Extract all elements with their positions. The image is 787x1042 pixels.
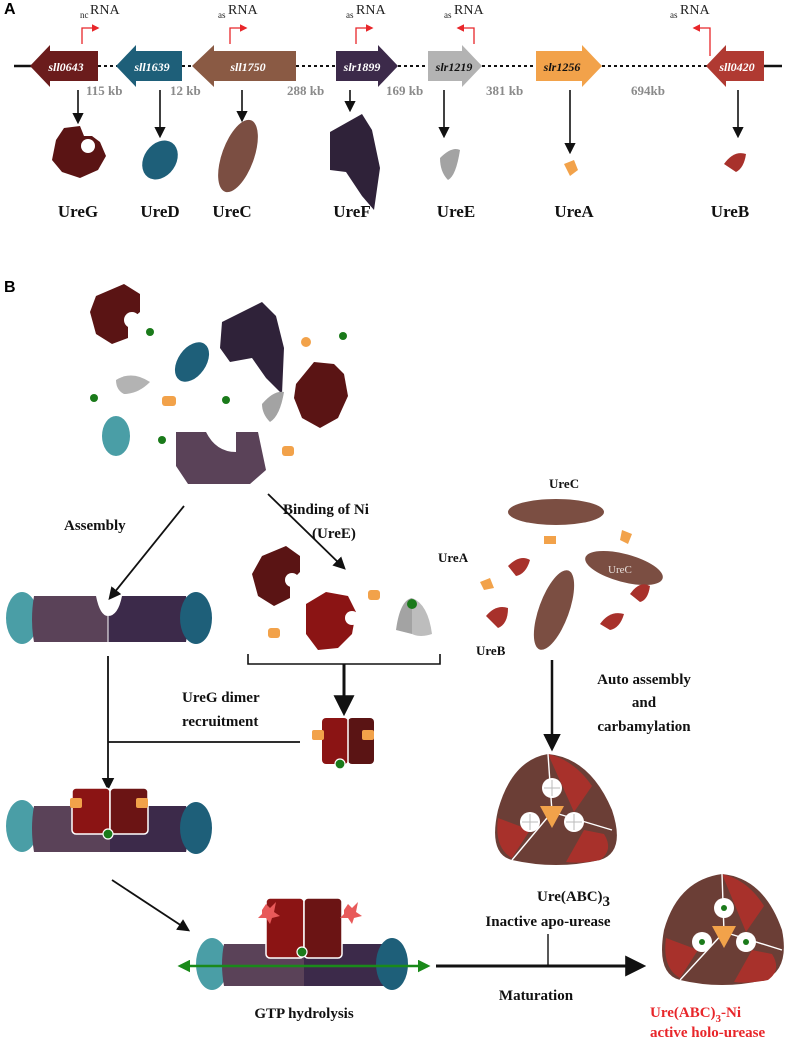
scattered-proteins-cluster	[90, 284, 348, 484]
panel-b-label: B	[4, 279, 16, 296]
protein-name: UreB	[711, 202, 749, 221]
svg-text:as: as	[346, 10, 354, 20]
protein-name: UreA	[554, 202, 594, 221]
auto-assembly-label-line1: Auto assembly	[597, 672, 691, 688]
auto-assembly-label-line2: and	[632, 695, 657, 711]
rna-promoter-as-4: as RNA	[670, 3, 711, 56]
urec-label-top: UreC	[549, 476, 579, 491]
distance-label: 694kb	[631, 83, 665, 98]
apo-label-line2: Inactive apo-urease	[485, 914, 610, 930]
ureg-dimer	[312, 718, 374, 770]
distance-label: 12 kb	[170, 83, 201, 98]
gene-arrow-sll0420: sll0420	[706, 45, 764, 87]
distance-label: 115 kb	[86, 83, 123, 98]
gene-to-protein-arrows	[72, 90, 744, 155]
panel-a-label: A	[4, 1, 16, 18]
complex-with-ureg	[6, 787, 212, 854]
gene-label: slr1219	[435, 60, 473, 74]
bracket	[247, 654, 441, 665]
gene-arrow-sll0643: sll0643	[30, 45, 98, 87]
urea-label: UreA	[438, 550, 469, 565]
rna-promoter-as-2: as RNA	[346, 3, 386, 44]
maturation-label: Maturation	[499, 988, 574, 1004]
gene-label: sll1639	[133, 60, 169, 74]
rna-promoter-as-1: as RNA	[218, 3, 258, 44]
urec-label-inner: UreC	[608, 564, 632, 576]
ureg-dimer-label-line1: UreG dimer	[182, 690, 260, 706]
protein-name: UreF	[333, 202, 370, 221]
ureg-protein-icon	[52, 126, 106, 178]
to-gtp-arrow	[111, 879, 191, 932]
uref-protein-icon	[330, 114, 380, 210]
ureb-label: UreB	[476, 643, 506, 658]
gene-arrow-slr1256: slr1256	[536, 45, 602, 87]
assembly-arrow	[108, 505, 185, 600]
apo-urease-icon	[495, 753, 617, 865]
gene-label: sll0643	[47, 60, 83, 74]
urec-protein-icon	[218, 119, 258, 193]
ureg-dimer-label-line2: recruitment	[182, 714, 258, 730]
svg-text:as: as	[218, 10, 226, 20]
distance-label: 381 kb	[486, 83, 523, 98]
binding-arrow	[267, 493, 346, 570]
gtp-hydrolysis-complex	[177, 897, 431, 990]
ureb-protein-icon	[724, 153, 746, 172]
svg-text:RNA: RNA	[680, 3, 710, 18]
apo-label-line1: Ure(ABC)3	[537, 889, 610, 910]
uref-ured-complex	[6, 592, 212, 644]
svg-text:RNA: RNA	[454, 3, 484, 18]
svg-text:nc: nc	[80, 10, 89, 20]
gtp-hydrolysis-label: GTP hydrolysis	[254, 1006, 354, 1022]
rna-promoter-as-3: as RNA	[444, 3, 484, 44]
holo-urease-icon	[662, 873, 784, 985]
holo-label-line2: active holo-urease	[650, 1025, 765, 1041]
svg-text:RNA: RNA	[90, 3, 120, 18]
gene-label: sll0420	[718, 60, 754, 74]
holo-label-line1: Ure(ABC)3-Ni	[650, 1005, 741, 1025]
protein-name: UreE	[437, 202, 475, 221]
gene-label: slr1256	[543, 60, 581, 74]
rna-promoter-nc: nc RNA	[80, 3, 120, 44]
gene-label: sll1750	[229, 60, 265, 74]
gene-arrow-slr1899: slr1899	[336, 45, 398, 87]
ured-protein-icon	[142, 140, 178, 180]
svg-text:RNA: RNA	[356, 3, 386, 18]
protein-name: UreG	[58, 202, 98, 221]
gene-label: slr1899	[343, 60, 381, 74]
ni-binding-group	[252, 546, 432, 650]
gene-arrow-sll1639: sll1639	[116, 45, 182, 87]
protein-name: UreD	[140, 202, 179, 221]
auto-assembly-label-line3: carbamylation	[597, 719, 691, 735]
structural-subunits	[480, 499, 663, 650]
distance-label: 169 kb	[386, 83, 423, 98]
protein-name: UreC	[212, 202, 251, 221]
svg-text:as: as	[670, 10, 678, 20]
distance-label: 288 kb	[287, 83, 324, 98]
gene-arrow-sll1750: sll1750	[192, 45, 296, 87]
gene-arrow-slr1219: slr1219	[428, 45, 482, 87]
assembly-label: Assembly	[64, 518, 126, 534]
svg-text:as: as	[444, 10, 452, 20]
binding-label-line2: (UreE)	[312, 526, 356, 542]
uree-protein-icon	[440, 149, 460, 180]
urea-protein-icon	[564, 160, 578, 176]
binding-label-line1: Binding of Ni	[283, 502, 369, 518]
svg-text:RNA: RNA	[228, 3, 258, 18]
